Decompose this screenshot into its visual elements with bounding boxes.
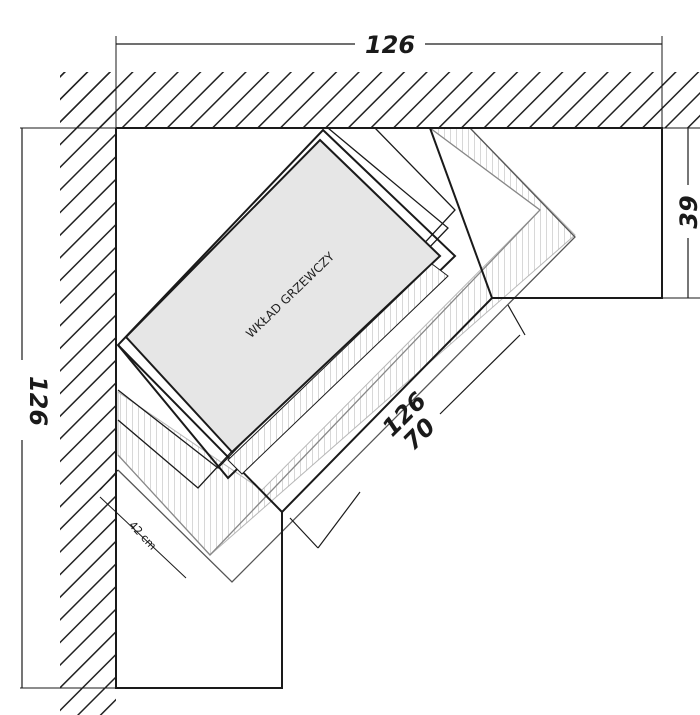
wall-hatching: [60, 72, 700, 715]
front-step: [429, 127, 493, 299]
fireplace-outline: [115, 127, 663, 689]
dimension-side-depth-label: 42 cm: [126, 519, 159, 553]
insert-glass: [227, 263, 449, 475]
dimension-diagonal: [289, 304, 526, 549]
extension-lines: [20, 36, 700, 689]
dimension-left: 126: [21, 128, 52, 688]
dimension-right: 39: [675, 128, 700, 298]
left-wall: [60, 72, 116, 715]
body-outline: [115, 127, 663, 689]
top-wall: [60, 72, 700, 128]
dimension-left-label: 126: [24, 376, 52, 426]
dimension-top: 126: [116, 31, 662, 59]
insert-body: [124, 138, 442, 454]
dimension-side-depth: [99, 469, 187, 579]
dimension-right-label: 39: [675, 195, 700, 228]
front-face: [117, 344, 283, 513]
dimension-top-label: 126: [365, 31, 415, 59]
insert-outer: [116, 128, 457, 480]
heating-insert: WKŁAD GRZEWCZY: [116, 128, 457, 480]
